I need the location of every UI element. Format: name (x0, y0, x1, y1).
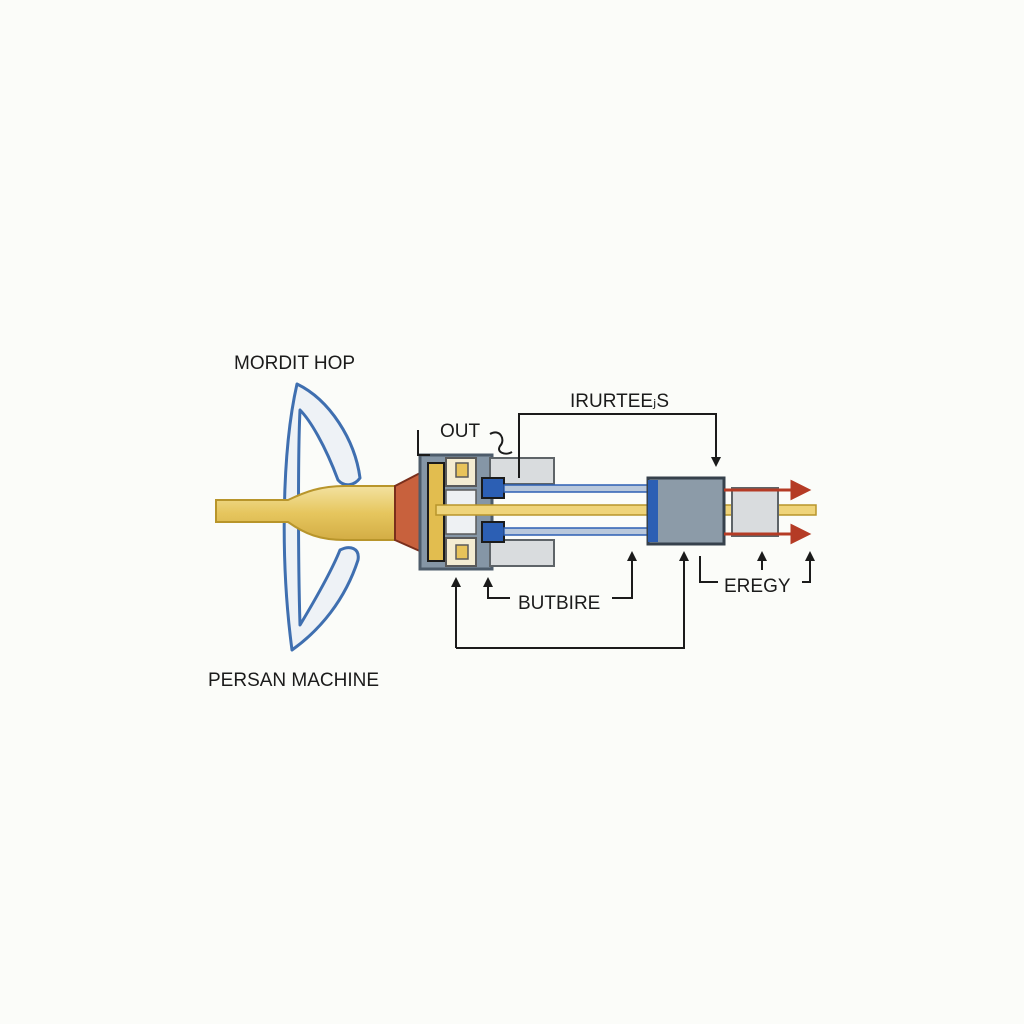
reflector-dish (282, 382, 362, 652)
lower-connector (481, 521, 505, 543)
label-persan-machine: PERSAN MACHINE (208, 670, 379, 691)
signal-lines (417, 413, 815, 649)
label-out: OUT (440, 421, 481, 442)
main-shaft (215, 485, 421, 541)
label-irurtees: IRURTEEⱼS (570, 391, 669, 412)
generator-box (646, 476, 726, 546)
output-box (731, 487, 779, 537)
label-mordit-hop: MORDIT HOP (234, 353, 355, 374)
output-arrows (724, 479, 812, 545)
label-butbire: BUTBIRE (518, 593, 600, 614)
upper-connector (481, 477, 505, 499)
lower-grey-block (489, 539, 555, 567)
intake-cone (394, 470, 423, 554)
label-eregy: EREGY (724, 576, 791, 597)
